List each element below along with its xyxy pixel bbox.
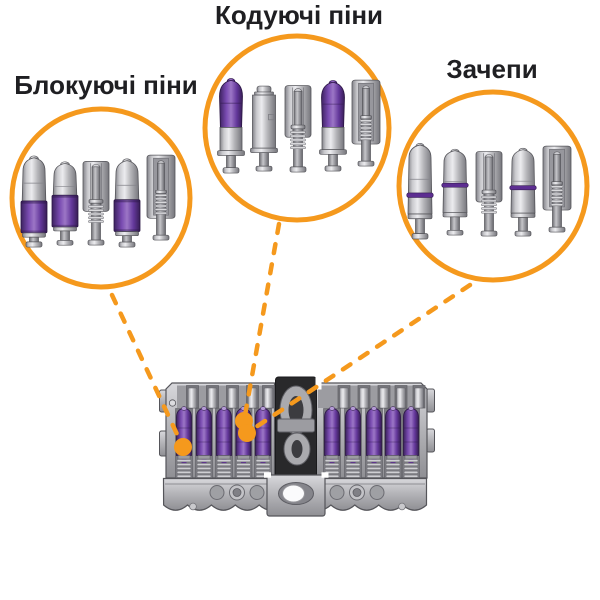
callout-dashed-line-blocking [109, 292, 186, 450]
pin-spool_housed-blocking-5 [146, 154, 176, 241]
pin-catch-catches-2 [441, 148, 469, 236]
label-blocking-pins: Блокуючі піни [14, 70, 198, 100]
rail-hole [249, 485, 265, 500]
pin-plain-coding-2 [250, 85, 278, 172]
pin-blocking-blocking-1 [20, 155, 48, 248]
pin-spool-blocking-3 [82, 161, 110, 246]
mounting-hole-inner [282, 484, 305, 503]
pin-spool_housed-coding-5 [351, 79, 381, 167]
callout-dot-blocking [174, 438, 192, 456]
callout-dashed-line-catches [244, 282, 473, 436]
pin-spool-coding-3 [284, 85, 312, 173]
pin-spool-catches-3 [475, 151, 503, 237]
pin-blocking-blocking-2 [51, 161, 79, 246]
pin-catch-catches-4 [509, 147, 537, 237]
pin-coding-coding-4 [319, 80, 347, 172]
rail-bump [398, 502, 406, 511]
cylinder-right-housing [315, 382, 435, 479]
rail-hole [209, 485, 225, 500]
label-catches: Зачепи [446, 54, 538, 84]
pin-coding-coding-1 [217, 78, 245, 174]
lock-cylinder [159, 376, 435, 517]
rail-ring-hole-inner [232, 488, 242, 497]
rail-hole [369, 485, 385, 500]
pin-blocking-blocking-4 [113, 158, 141, 248]
cylinder-bottom-rail [162, 472, 428, 517]
rail-hole [329, 485, 345, 500]
callout-dashed-line-coding [241, 221, 282, 424]
rail-bump [189, 502, 197, 511]
cylinder-cam [275, 376, 322, 479]
label-coding-pins: Кодуючі піни [214, 0, 384, 30]
pin-spool_housed-catches-5 [542, 145, 572, 233]
rail-ring-hole-inner [352, 488, 362, 497]
pin-catch-catches-1 [406, 142, 434, 240]
callout-dot-catches [238, 424, 256, 442]
